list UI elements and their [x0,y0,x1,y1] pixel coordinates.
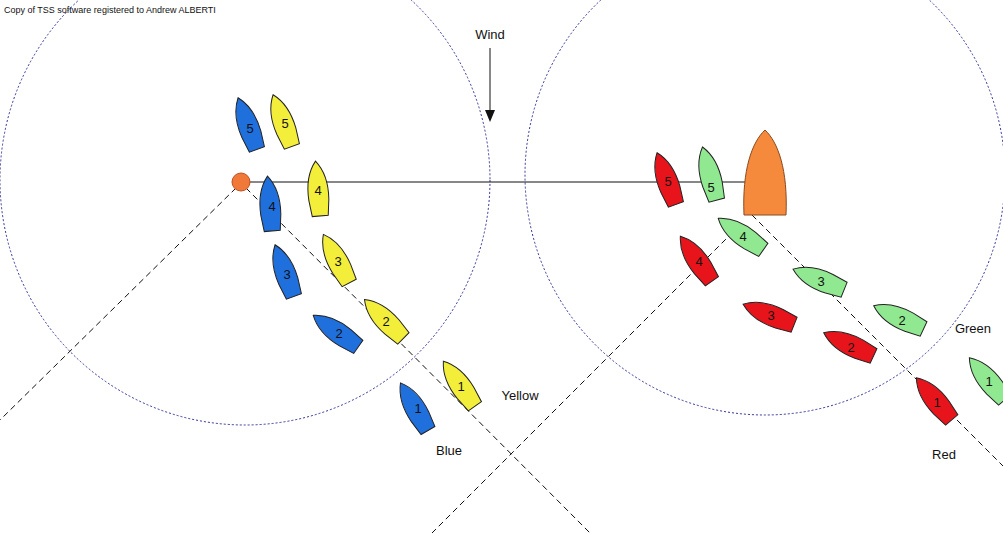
callout-number: 3 [283,268,290,281]
boat-name: Yellow [501,389,538,402]
wind-arrow [490,48,491,120]
lay-line [246,188,590,533]
green-boats [693,144,1003,406]
callout-number: 3 [334,255,341,268]
callout-number: 2 [898,314,905,327]
zone-circle [525,0,1003,415]
boat-name: Red [932,448,956,461]
callout-number: 5 [246,122,253,135]
lay-line [432,225,740,533]
callout-number: 3 [767,309,774,322]
lay-line [752,215,1003,466]
callout-number: 1 [985,375,992,388]
watermark: Copy of TSS software registered to Andre… [4,6,216,15]
callout-number: 4 [695,255,702,268]
mark-buoy [232,173,250,191]
callout-number: 1 [933,396,940,409]
callout-number: 4 [739,230,746,243]
red-boats [648,149,960,426]
callout-number: 1 [414,402,421,415]
yellow-boats [264,91,484,412]
zone-circle [0,0,490,425]
wind-arrowhead [485,110,495,122]
callout-number: 1 [457,380,464,393]
boat-name: Green [955,322,991,335]
callout-number: 4 [314,184,321,197]
callout-number: 3 [817,275,824,288]
callout-number: 5 [664,175,671,188]
boat-name: Blue [436,444,462,457]
callout-number: 2 [847,341,854,354]
callout-number: 4 [268,200,275,213]
callout-number: 5 [707,181,714,194]
callout-number: 2 [335,327,342,340]
callout-number: 2 [382,315,389,328]
committee-boat [744,130,787,215]
callout-number: 5 [281,117,288,130]
lay-line [0,188,236,420]
blue-boats [229,94,437,435]
wind-label: Wind [475,28,505,41]
